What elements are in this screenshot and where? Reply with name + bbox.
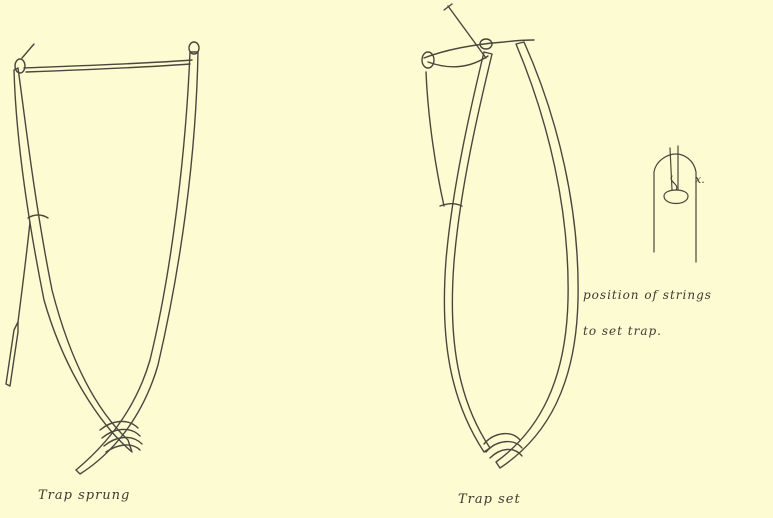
set-left-pole <box>444 52 492 452</box>
detail-stick-outline <box>654 154 696 262</box>
caption-trap-set: Trap set <box>458 492 521 507</box>
detail-note-line-1: position of strings <box>583 288 712 302</box>
set-top-loop <box>428 56 488 67</box>
trap-sprung-drawing <box>6 42 199 474</box>
set-right-pole <box>496 42 578 468</box>
set-pin <box>448 6 486 58</box>
set-lashing <box>484 434 522 458</box>
sprung-top-cord <box>24 60 192 68</box>
caption-trap-sprung: Trap sprung <box>38 488 130 503</box>
sprung-left-pole <box>14 68 132 452</box>
trap-set-drawing <box>422 4 578 468</box>
detail-mark-label: x. <box>695 173 705 186</box>
set-side-string <box>426 72 444 206</box>
set-left-knot <box>422 52 434 68</box>
sprung-left-tip <box>15 59 25 73</box>
sprung-hanging-string <box>18 222 30 322</box>
detail-diagram <box>654 146 696 262</box>
sprung-string-tie <box>28 215 48 218</box>
sprung-left-spike <box>22 44 34 58</box>
sprung-hanging-stick <box>6 322 18 386</box>
sprung-right-pole <box>76 52 198 474</box>
detail-note-line-2: to set trap. <box>583 324 662 338</box>
detail-loop <box>664 190 688 204</box>
